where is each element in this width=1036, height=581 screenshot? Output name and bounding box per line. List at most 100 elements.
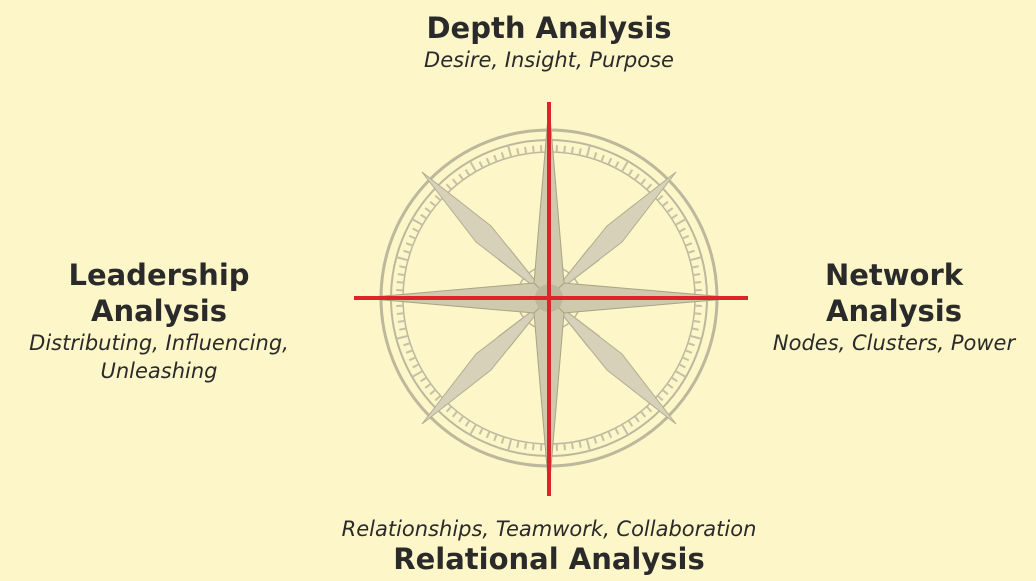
relational-analysis-title: Relational Analysis [393,542,705,576]
compass-tick [434,194,442,202]
compass-tick [674,370,687,378]
compass-tick [570,146,574,154]
compass-tick [464,419,471,427]
compass-tick [485,430,491,439]
compass-tick [507,438,513,451]
compass-tick [429,200,437,207]
compass-tick [493,433,498,442]
compass-tick [600,154,605,163]
compass-tick [408,234,417,240]
compass-tick [687,249,695,254]
compass-tick [493,154,498,163]
left-label: Leadership Analysis Distributing, Influe… [0,257,318,385]
compass-tick [666,207,674,213]
compass-tick [578,148,582,156]
compass-tick [411,370,424,378]
compass-tick [694,281,702,284]
compass-tick [500,152,505,160]
compass-tick [645,405,653,413]
compass-tick [585,438,591,451]
compass-tick [666,383,674,389]
compass-tick [621,160,629,173]
compass-tick [469,423,477,436]
compass-tick [689,256,702,262]
depth-analysis-subtitle: Desire, Insight, Purpose [424,48,674,72]
compass-tick [607,430,613,439]
compass-tick [681,356,690,362]
compass-tick [424,207,432,213]
compass-tick [405,349,414,354]
compass-tick [607,157,613,166]
compass-tick [640,410,647,418]
compass-tick [614,161,620,169]
compass-tick [420,376,428,383]
compass-tick [614,427,620,435]
leadership-analysis-subtitle-line1: Distributing, Influencing, [29,331,289,355]
compass-tick [687,342,695,347]
compass-tick [627,169,634,177]
compass-tick [411,218,424,226]
compass-tick [485,157,491,166]
compass-tick [634,173,640,181]
compass-tick-marks [391,140,707,456]
compass-tick [478,161,484,169]
compass-tick [674,218,687,226]
compass-tick [585,145,591,158]
compass-tick [445,183,453,191]
bottom-label: Relationships, Teamwork, Collaboration R… [299,515,799,575]
compass-tick [600,433,605,442]
compass-tick [412,363,420,369]
compass-tick [403,342,411,347]
compass-tick [420,213,428,220]
compass-tick [689,334,702,340]
compass-tick [524,442,528,450]
network-analysis-subtitle: Nodes, Clusters, Power [772,331,1016,355]
network-analysis-title: Network Analysis [824,258,964,328]
compass-tick [661,200,669,207]
compass-tick [684,349,693,354]
compass-tick [570,442,574,450]
relational-analysis-subtitle: Relationships, Teamwork, Collaboration [341,517,757,541]
compass-tick [691,265,699,269]
compass-tick [661,389,669,396]
red-axes [354,102,748,496]
compass-tick [684,242,693,247]
compass-tick [578,440,582,448]
compass-tick [670,213,678,220]
compass-tick [563,443,566,451]
compass-tick [681,234,690,240]
compass-tick [396,281,404,284]
compass-tick [532,145,535,153]
compass-tick [397,273,405,277]
compass-tick [469,160,477,173]
compass-tick [516,148,520,156]
compass-tick [678,227,686,233]
compass-tick [405,242,414,247]
top-label: Depth Analysis Desire, Insight, Purpose [399,10,699,74]
leadership-analysis-subtitle-line2: Unleashing [100,359,218,383]
compass-tick [396,256,409,262]
compass-tick [399,265,407,269]
compass-tick [621,423,629,436]
compass-tick [434,394,442,402]
compass-tick [691,327,699,331]
compass-tick [656,194,664,202]
compass-tick [397,319,405,323]
compass-tick [464,169,471,177]
compass-tick [399,327,407,331]
compass-tick [593,436,598,444]
compass-tick [429,389,437,396]
compass-tick [656,394,664,402]
compass-diagonal-points [421,171,677,425]
compass-tick [693,273,701,277]
compass-tick [532,443,535,451]
compass-tick [424,383,432,389]
compass-tick [634,415,640,423]
compass-tick [593,152,598,160]
compass-tick [507,145,513,158]
compass-tick [627,419,634,427]
compass-tick [396,334,409,340]
depth-analysis-title: Depth Analysis [426,11,672,45]
compass-tick [678,363,686,369]
compass-tick [524,146,528,154]
